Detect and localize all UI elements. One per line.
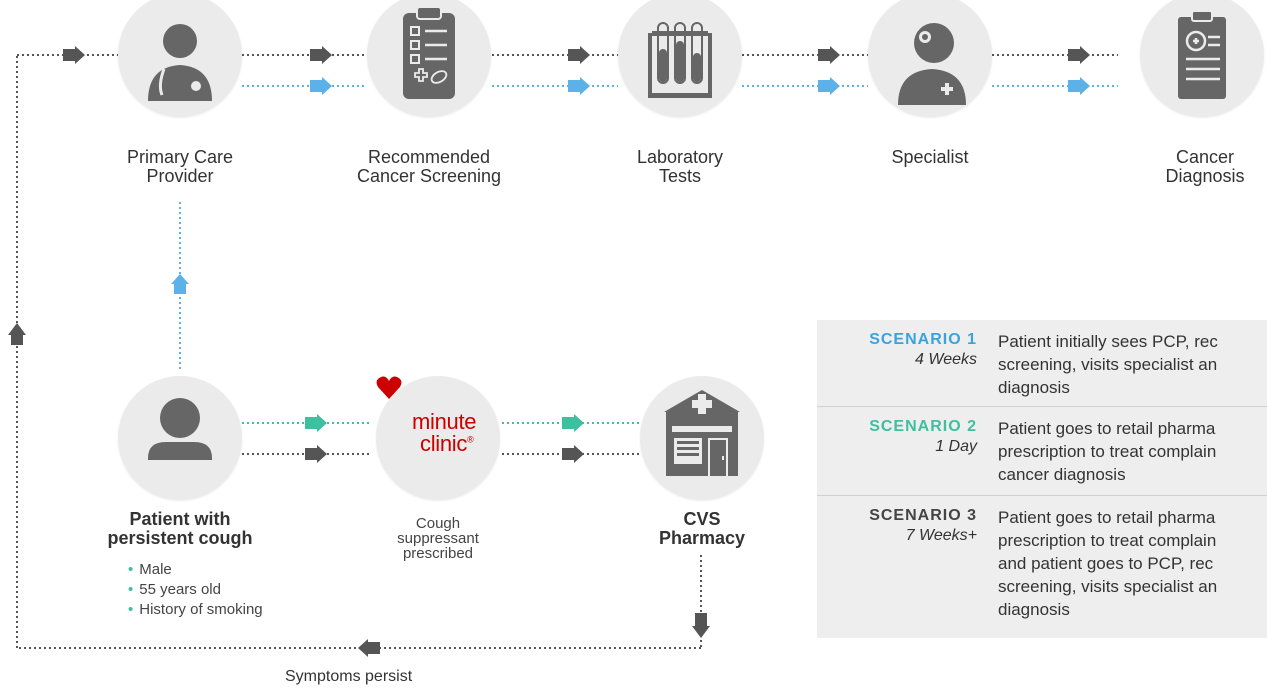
scenario-2-line: prescription to treat complain: [998, 442, 1217, 461]
medical-report-icon: [1178, 10, 1226, 99]
clipboard-checklist-icon: [403, 6, 455, 99]
specialist-node: [868, 0, 992, 117]
scenario-1-header: SCENARIO 1 4 Weeks: [817, 330, 977, 370]
scenario-3-line: screening, visits specialist an: [998, 577, 1218, 596]
scenario-2-description: Patient goes to retail pharma prescripti…: [998, 417, 1267, 486]
diagnosis-node: [1140, 0, 1264, 117]
diagnosis-label: Cancer Diagnosis: [1165, 147, 1245, 186]
scenario-2-line: cancer diagnosis: [998, 465, 1126, 484]
scenario-3-header: SCENARIO 3 7 Weeks+: [817, 506, 977, 546]
scenario-row-3: SCENARIO 3 7 Weeks+ Patient goes to reta…: [817, 495, 1267, 638]
scenario-1-line: Patient initially sees PCP, rec: [998, 332, 1218, 351]
scenario-2-name: SCENARIO 2: [869, 418, 977, 435]
scenario-3-line: diagnosis: [998, 600, 1070, 619]
doctor-icon: [148, 24, 212, 101]
screening-node: [367, 0, 491, 117]
black-path-bottom: [16, 55, 702, 649]
patient-node: [118, 376, 242, 500]
screening-label: Recommended Cancer Screening: [356, 147, 502, 186]
primary-care-label: Primary Care Provider: [126, 147, 233, 186]
logo-word-clinic-text: clinic: [420, 431, 468, 456]
person-icon: [148, 398, 212, 460]
lab-label: Laboratory Tests: [636, 147, 724, 186]
black-arrowheads-top: [63, 46, 1090, 64]
primary-care-node: [118, 0, 242, 117]
scenario-2-header: SCENARIO 2 1 Day: [817, 417, 977, 457]
specialist-icon: [898, 23, 966, 105]
pharmacy-node: [640, 376, 764, 500]
patient-label: Patient with persistent cough: [107, 509, 253, 548]
minuteclinic-node: minute clinic®: [376, 376, 500, 500]
minuteclinic-label: Cough suppressant prescribed: [397, 515, 479, 562]
symptoms-persist-label: Symptoms persist: [285, 668, 413, 685]
registered-mark: ®: [467, 434, 474, 445]
scenario-3-name: SCENARIO 3: [869, 507, 977, 524]
scenario-1-line: screening, visits specialist an: [998, 355, 1218, 374]
scenario-1-time: 4 Weeks: [915, 351, 977, 368]
scenario-2-time: 1 Day: [935, 438, 977, 455]
logo-word-clinic: clinic®: [420, 431, 474, 457]
heart-icon: [376, 376, 402, 399]
scenario-1-name: SCENARIO 1: [869, 331, 977, 348]
scenario-table: SCENARIO 1 4 Weeks Patient initially see…: [817, 320, 1267, 638]
minuteclinic-logo: minute clinic®: [376, 376, 500, 500]
scenario-3-line: prescription to treat complain: [998, 531, 1217, 550]
lab-node: [618, 0, 742, 117]
scenario-row-1: SCENARIO 1 4 Weeks Patient initially see…: [817, 320, 1267, 406]
scenario-3-line: and patient goes to PCP, rec: [998, 554, 1214, 573]
scenario-1-description: Patient initially sees PCP, rec screenin…: [998, 330, 1267, 399]
scenario-3-line: Patient goes to retail pharma: [998, 508, 1216, 527]
scenario-3-description: Patient goes to retail pharma prescripti…: [998, 506, 1267, 621]
scenario-3-time: 7 Weeks+: [905, 527, 977, 544]
black-arrowheads-bottom: [8, 323, 710, 657]
patient-fact: 55 years old: [128, 580, 263, 600]
pharmacy-building-icon: [664, 390, 740, 476]
scenario-row-2: SCENARIO 2 1 Day Patient goes to retail …: [817, 406, 1267, 495]
scenario-1-line: diagnosis: [998, 378, 1070, 397]
blue-arrowheads: [171, 77, 1090, 294]
patient-fact: History of smoking: [128, 600, 262, 620]
pharmacy-label: CVS Pharmacy: [658, 509, 746, 548]
logo-word-minute: minute: [412, 409, 477, 434]
test-tubes-icon: [648, 22, 712, 98]
specialist-label: Specialist: [891, 147, 969, 167]
scenario-2-line: Patient goes to retail pharma: [998, 419, 1216, 438]
patient-fact: Male: [128, 560, 263, 580]
green-arrowheads: [305, 414, 584, 432]
patient-facts-list: Male 55 years old History of smoking: [128, 560, 263, 620]
